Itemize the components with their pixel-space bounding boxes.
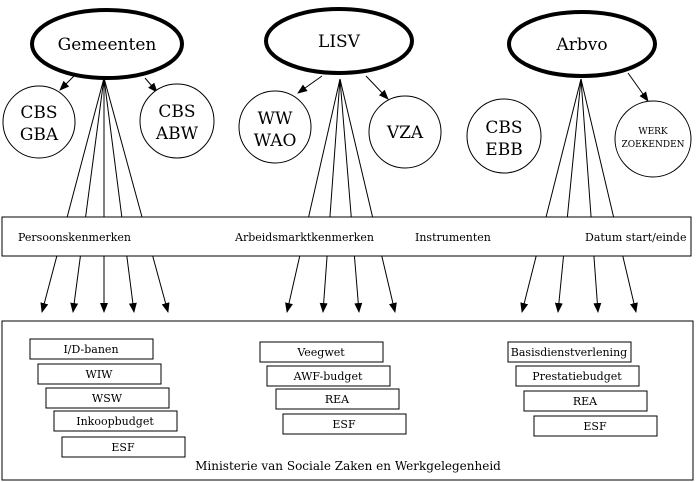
- instrument-item: REA: [573, 395, 598, 408]
- feature-bar: Persoonskenmerken Arbeidsmarktkenmerken …: [1, 216, 692, 257]
- instrument-item: ESF: [111, 441, 135, 454]
- org-lisv-label: LISV: [318, 32, 361, 52]
- feature-persoonskenmerken: Persoonskenmerken: [18, 231, 131, 244]
- instrument-group-gemeenten: I/D-banen WIW WSW Inkoopbudget ESF: [29, 338, 186, 458]
- svg-text:WAO: WAO: [254, 131, 297, 151]
- svg-text:WERK: WERK: [638, 127, 668, 137]
- source-arrow: [365, 75, 389, 100]
- connector-lines: [40, 69, 649, 313]
- instrument-item: WSW: [92, 392, 123, 405]
- svg-text:VZA: VZA: [386, 123, 424, 143]
- org-gemeenten-label: Gemeenten: [58, 35, 157, 55]
- fan-arrow: [103, 77, 137, 313]
- source-arrow: [144, 77, 158, 93]
- instrument-group-lisv: Veegwet AWF-budget REA ESF: [259, 341, 407, 435]
- org-lisv: LISV: [264, 7, 414, 75]
- source-arrow: [627, 72, 649, 102]
- source-vza: VZA: [368, 95, 442, 169]
- instrument-item: REA: [325, 393, 350, 406]
- instrument-item: I/D-banen: [63, 343, 118, 356]
- ministry-label: Ministerie van Sociale Zaken en Werkgele…: [195, 459, 501, 473]
- instrument-item: Inkoopbudget: [76, 415, 154, 428]
- fan-arrow: [339, 78, 397, 313]
- fan-arrow: [580, 78, 638, 313]
- feature-datum-start-einde: Datum start/einde: [585, 231, 686, 244]
- source-ww-wao: WW WAO: [238, 90, 312, 164]
- source-cbs-ebb: CBS EBB: [466, 98, 542, 174]
- source-arrow: [297, 75, 323, 94]
- org-arbvo: Arbvo: [507, 10, 657, 78]
- instrument-item: Basisdienstverlening: [511, 346, 627, 359]
- fan-arrow: [285, 78, 341, 313]
- instrument-item: ESF: [583, 420, 607, 433]
- svg-text:ZOEKENDEN: ZOEKENDEN: [621, 140, 684, 150]
- fan-arrow: [520, 78, 582, 313]
- svg-text:CBS: CBS: [158, 102, 195, 122]
- fan-arrow: [103, 77, 170, 313]
- instrument-group-arbvo: Basisdienstverlening Prestatiebudget REA…: [507, 341, 658, 437]
- svg-text:EBB: EBB: [485, 140, 522, 160]
- svg-text:CBS: CBS: [20, 103, 57, 123]
- fan-arrow: [319, 78, 341, 313]
- instrument-item: Prestatiebudget: [532, 370, 622, 383]
- svg-text:CBS: CBS: [485, 118, 522, 138]
- instrument-item: Veegwet: [296, 346, 345, 359]
- feature-arbeidsmarktkenmerken: Arbeidsmarktkenmerken: [234, 231, 374, 244]
- instrument-item: WIW: [86, 368, 114, 381]
- source-cbs-abw: CBS ABW: [139, 83, 215, 159]
- svg-text:ABW: ABW: [155, 124, 199, 144]
- feature-instrumenten: Instrumenten: [415, 231, 491, 244]
- fan-arrow: [554, 78, 582, 313]
- source-cbs-gba: CBS GBA: [2, 85, 76, 159]
- instrument-item: ESF: [332, 418, 356, 431]
- source-werkzoekenden: WERK ZOEKENDEN: [614, 100, 692, 178]
- org-gemeenten: Gemeenten: [30, 8, 184, 80]
- fan-arrow: [40, 77, 105, 313]
- svg-text:GBA: GBA: [20, 125, 59, 145]
- org-arbvo-label: Arbvo: [555, 35, 607, 55]
- fan-arrow: [339, 78, 363, 313]
- instrument-item: AWF-budget: [293, 370, 363, 383]
- fan-arrow: [580, 78, 602, 313]
- svg-text:WW: WW: [258, 109, 293, 129]
- fan-arrow: [70, 77, 105, 313]
